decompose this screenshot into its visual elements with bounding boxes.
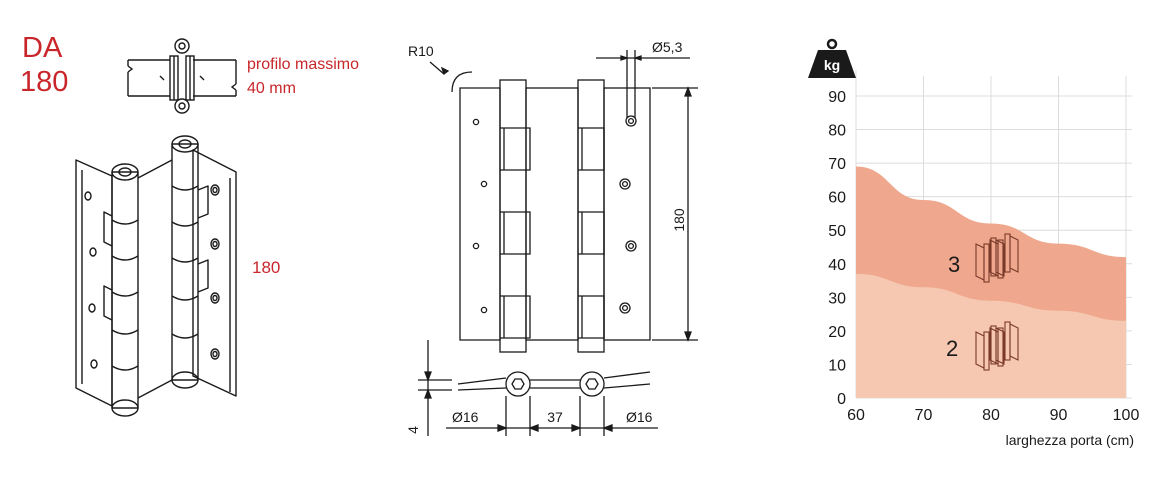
model-size: 180 [20,66,69,98]
model-code: DA [22,32,63,64]
weight-body [808,50,856,78]
y-tick-label: 30 [828,290,846,307]
y-tick-label: 0 [837,391,846,408]
hinge-icon [975,325,1005,371]
hinge-front-view [429,50,698,353]
hole-diameter-label: Ø5,3 [652,39,683,55]
hinge-knuckle-right [990,237,997,277]
dim-left-label: Ø16 [452,409,479,425]
hinge-knuckle-right [990,325,997,365]
x-tick-label: 70 [915,407,933,424]
x-tick-label: 60 [847,407,865,424]
profile-note-line1: profilo massimo [247,56,360,73]
dim-right-label: Ø16 [626,409,653,425]
series-label-2: 2 [946,336,958,361]
y-tick-label: 60 [828,190,846,207]
y-tick-label: 90 [828,89,846,106]
x-axis-label: larghezza porta (cm) [1006,432,1134,448]
hinge-icon [975,237,1005,283]
hinge-knuckle-left [983,331,990,371]
weight-kg-label: kg [824,57,840,73]
hinge-knuckle-left [997,239,1004,279]
x-tick-label: 90 [1050,407,1068,424]
hinge-icon [989,233,1019,279]
weight-kg-icon: kg [808,38,856,78]
x-tick-label: 100 [1113,407,1140,424]
y-tick-label: 50 [828,223,846,240]
y-tick-label: 70 [828,156,846,173]
hinge-knuckle-left [983,243,990,283]
hinge-knuckle-left [997,327,1004,367]
y-tick-label: 20 [828,324,846,341]
y-tick-label: 80 [828,123,846,140]
hinge-isometric-drawing [75,135,237,417]
hinge-knuckle-right [1004,321,1011,361]
hinge-knuckle-right [1004,233,1011,273]
hinge-top-view [418,340,658,436]
dim-center-label: 37 [547,409,563,425]
height-dimension-label: 180 [671,208,687,232]
thickness-label: 4 [405,426,421,434]
load-chart: 60 70 80 90 100 0 10 20 30 40 50 60 70 80 90 larghezza … [808,38,1140,448]
hinge-icon [989,321,1019,367]
x-tick-label: 80 [982,407,1000,424]
profile-note-line2: 40 mm [247,80,296,97]
series-label-3: 3 [948,252,960,277]
y-tick-label: 40 [828,257,846,274]
radius-label: R10 [408,43,434,59]
profile-section-diagram [127,38,237,114]
weight-ring [826,38,838,50]
iso-height-label: 180 [252,258,281,277]
y-tick-label: 10 [828,357,846,374]
